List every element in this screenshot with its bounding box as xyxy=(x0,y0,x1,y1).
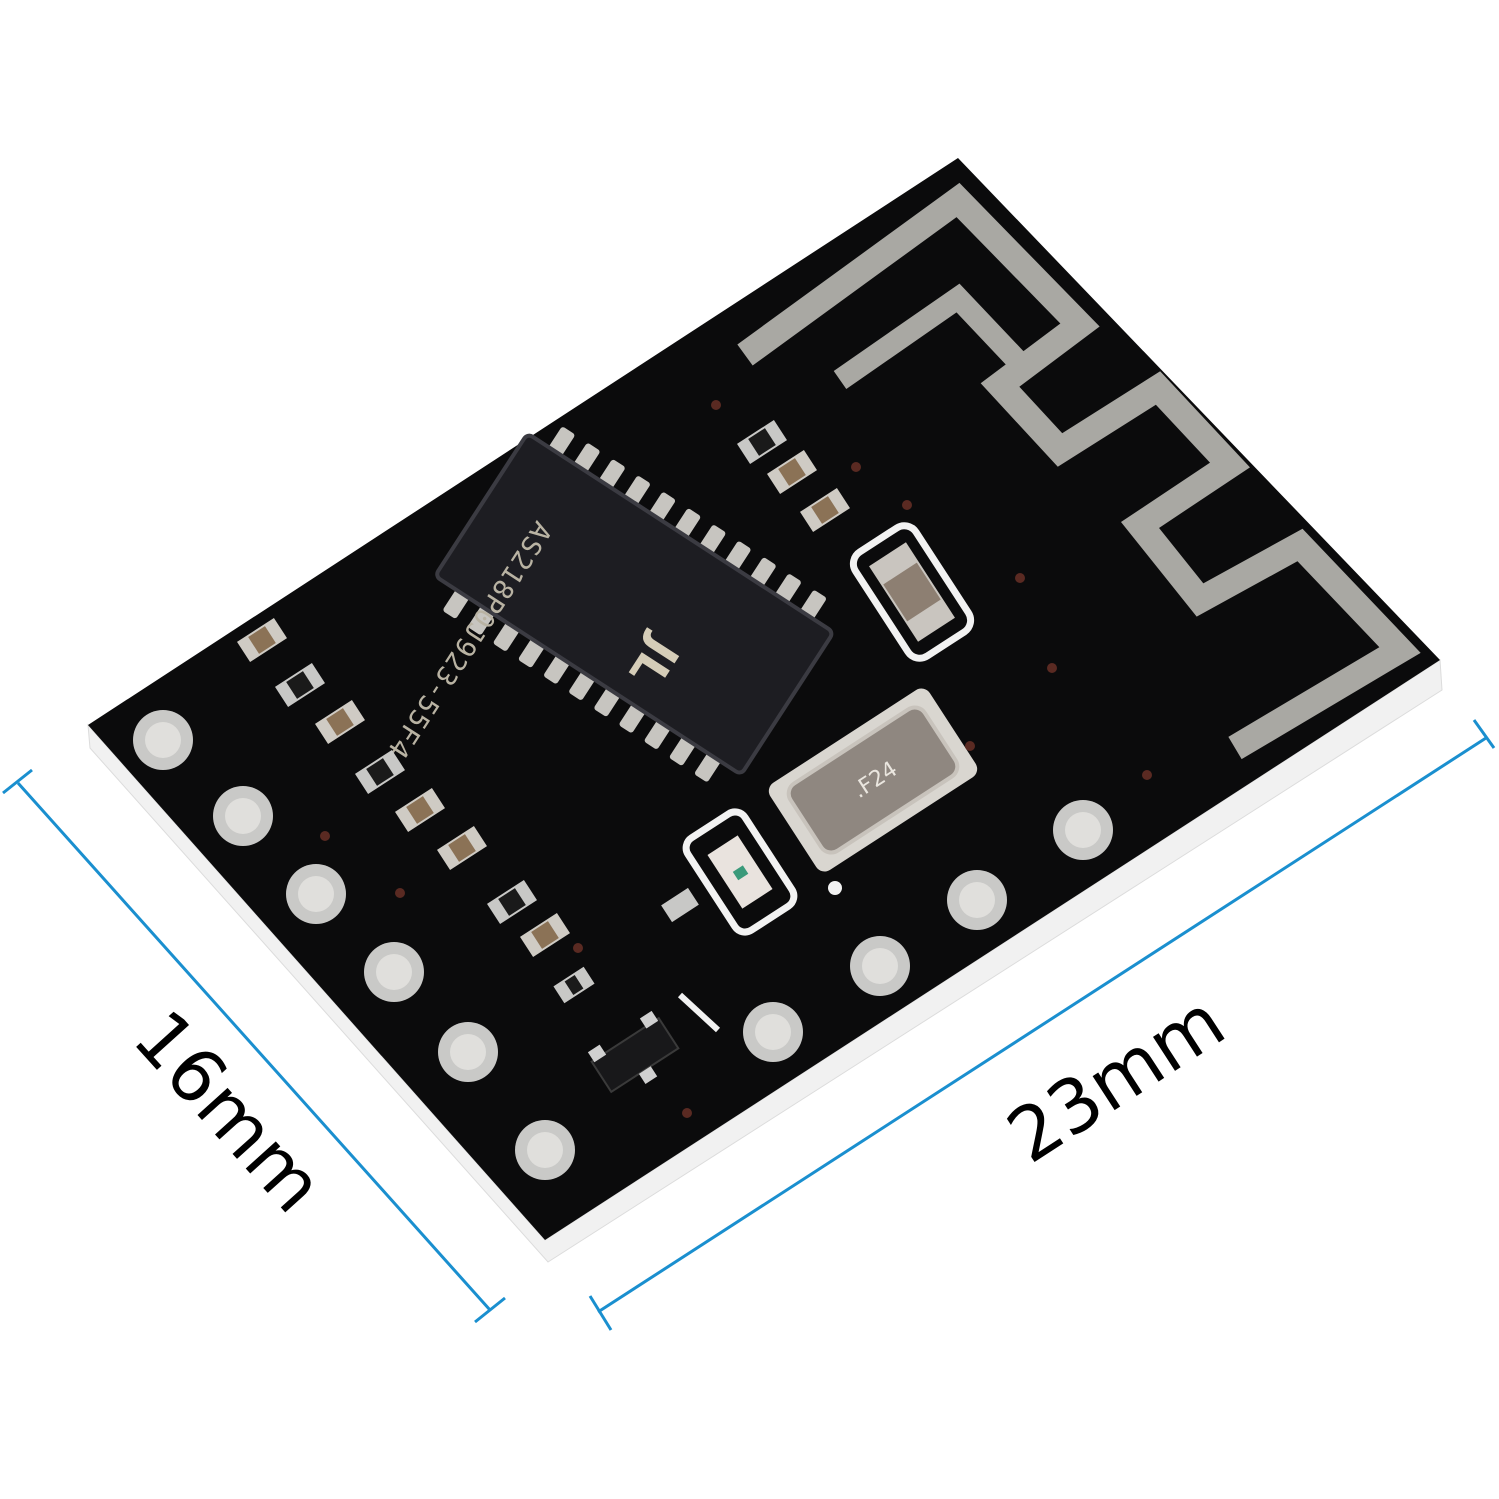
pin-pad xyxy=(438,1022,498,1082)
fiducial xyxy=(828,881,842,895)
ic-body xyxy=(435,433,834,775)
pin-pad xyxy=(133,710,193,770)
dimension-endcap xyxy=(474,1296,506,1324)
dimension-line-23mm xyxy=(597,736,1487,1314)
transistor xyxy=(587,1010,680,1094)
crystal-oscillator: .F24 xyxy=(768,688,978,872)
dimension-label-16mm: 16mm xyxy=(117,994,340,1229)
pin-pad xyxy=(1053,800,1113,860)
left-edge-pins xyxy=(133,710,575,1180)
dimension-width xyxy=(588,719,1496,1331)
pin-pad xyxy=(286,864,346,924)
pin-pad xyxy=(213,786,273,846)
pcb-antenna xyxy=(737,182,1421,760)
dimension-label-23mm: 23mm xyxy=(993,978,1240,1180)
inductor xyxy=(849,522,975,662)
pin-pad xyxy=(743,1002,803,1062)
pin-pad xyxy=(364,942,424,1002)
vias xyxy=(320,400,1152,1118)
bottom-edge-pins xyxy=(743,800,1113,1062)
dimension-line-16mm xyxy=(16,781,492,1312)
pin-pad xyxy=(850,936,910,996)
silkscreen-mark xyxy=(677,992,721,1033)
dimension-endcap xyxy=(2,768,33,795)
pin-pad xyxy=(515,1120,575,1180)
dimension-endcap xyxy=(1472,719,1496,749)
status-led xyxy=(682,808,798,936)
smd-components xyxy=(237,419,850,1004)
dimension-height xyxy=(2,768,506,1324)
antenna-trace xyxy=(737,182,1421,760)
dimension-endcap xyxy=(588,1295,613,1331)
antenna-inner-trace xyxy=(833,283,1036,390)
pin-pad xyxy=(947,870,1007,930)
